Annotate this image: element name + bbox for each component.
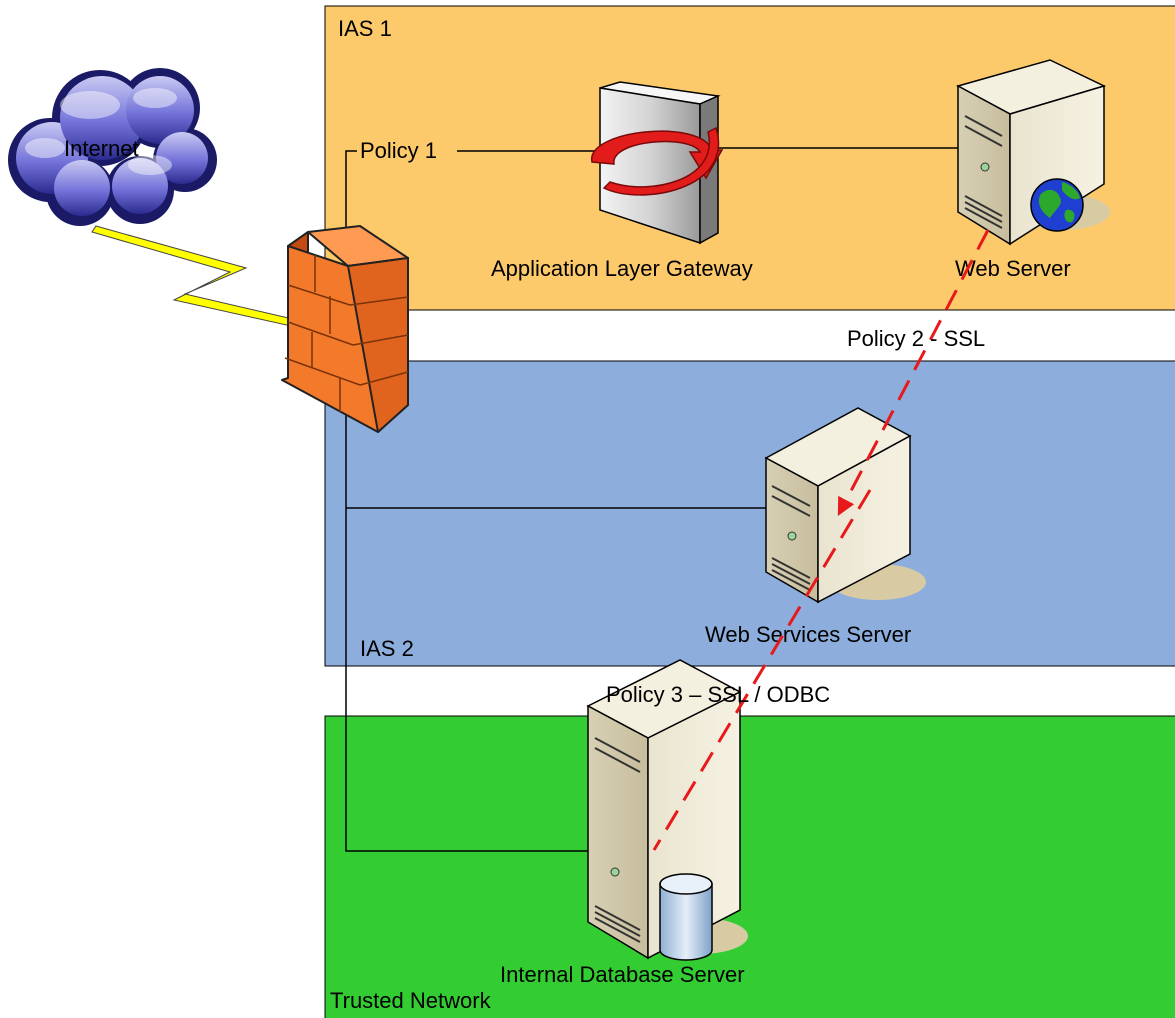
zone-trusted: [324, 715, 1175, 1018]
web-services-server-icon: [764, 407, 926, 604]
ssl-flow-path: [652, 229, 990, 851]
zone-ias2-label: IAS 2: [360, 636, 414, 661]
database-server-label: Internal Database Server: [500, 962, 745, 987]
zone-ias2: [324, 360, 1175, 667]
policy2-label: Policy 2 - SSL: [847, 326, 985, 351]
gateway-label: Application Layer Gateway: [491, 256, 753, 281]
web-services-server-label: Web Services Server: [705, 622, 911, 647]
zone-trusted-label: Trusted Network: [330, 988, 492, 1013]
policy1-label-bg: [357, 136, 457, 164]
internet-label: Internet: [64, 136, 139, 161]
gateway-icon: [591, 81, 724, 245]
database-cylinder-icon: [659, 873, 713, 961]
connection-lines: [345, 147, 960, 852]
firewall-icon: [281, 225, 409, 433]
zone-ias1-label: IAS 1: [338, 16, 392, 41]
web-server-icon: [956, 59, 1110, 246]
web-server-label: Web Server: [955, 256, 1071, 281]
policy1-label: Policy 1: [360, 138, 437, 163]
policy3-label: Policy 3 – SSL / ODBC: [606, 682, 830, 707]
internet-cloud-icon: [8, 68, 217, 226]
